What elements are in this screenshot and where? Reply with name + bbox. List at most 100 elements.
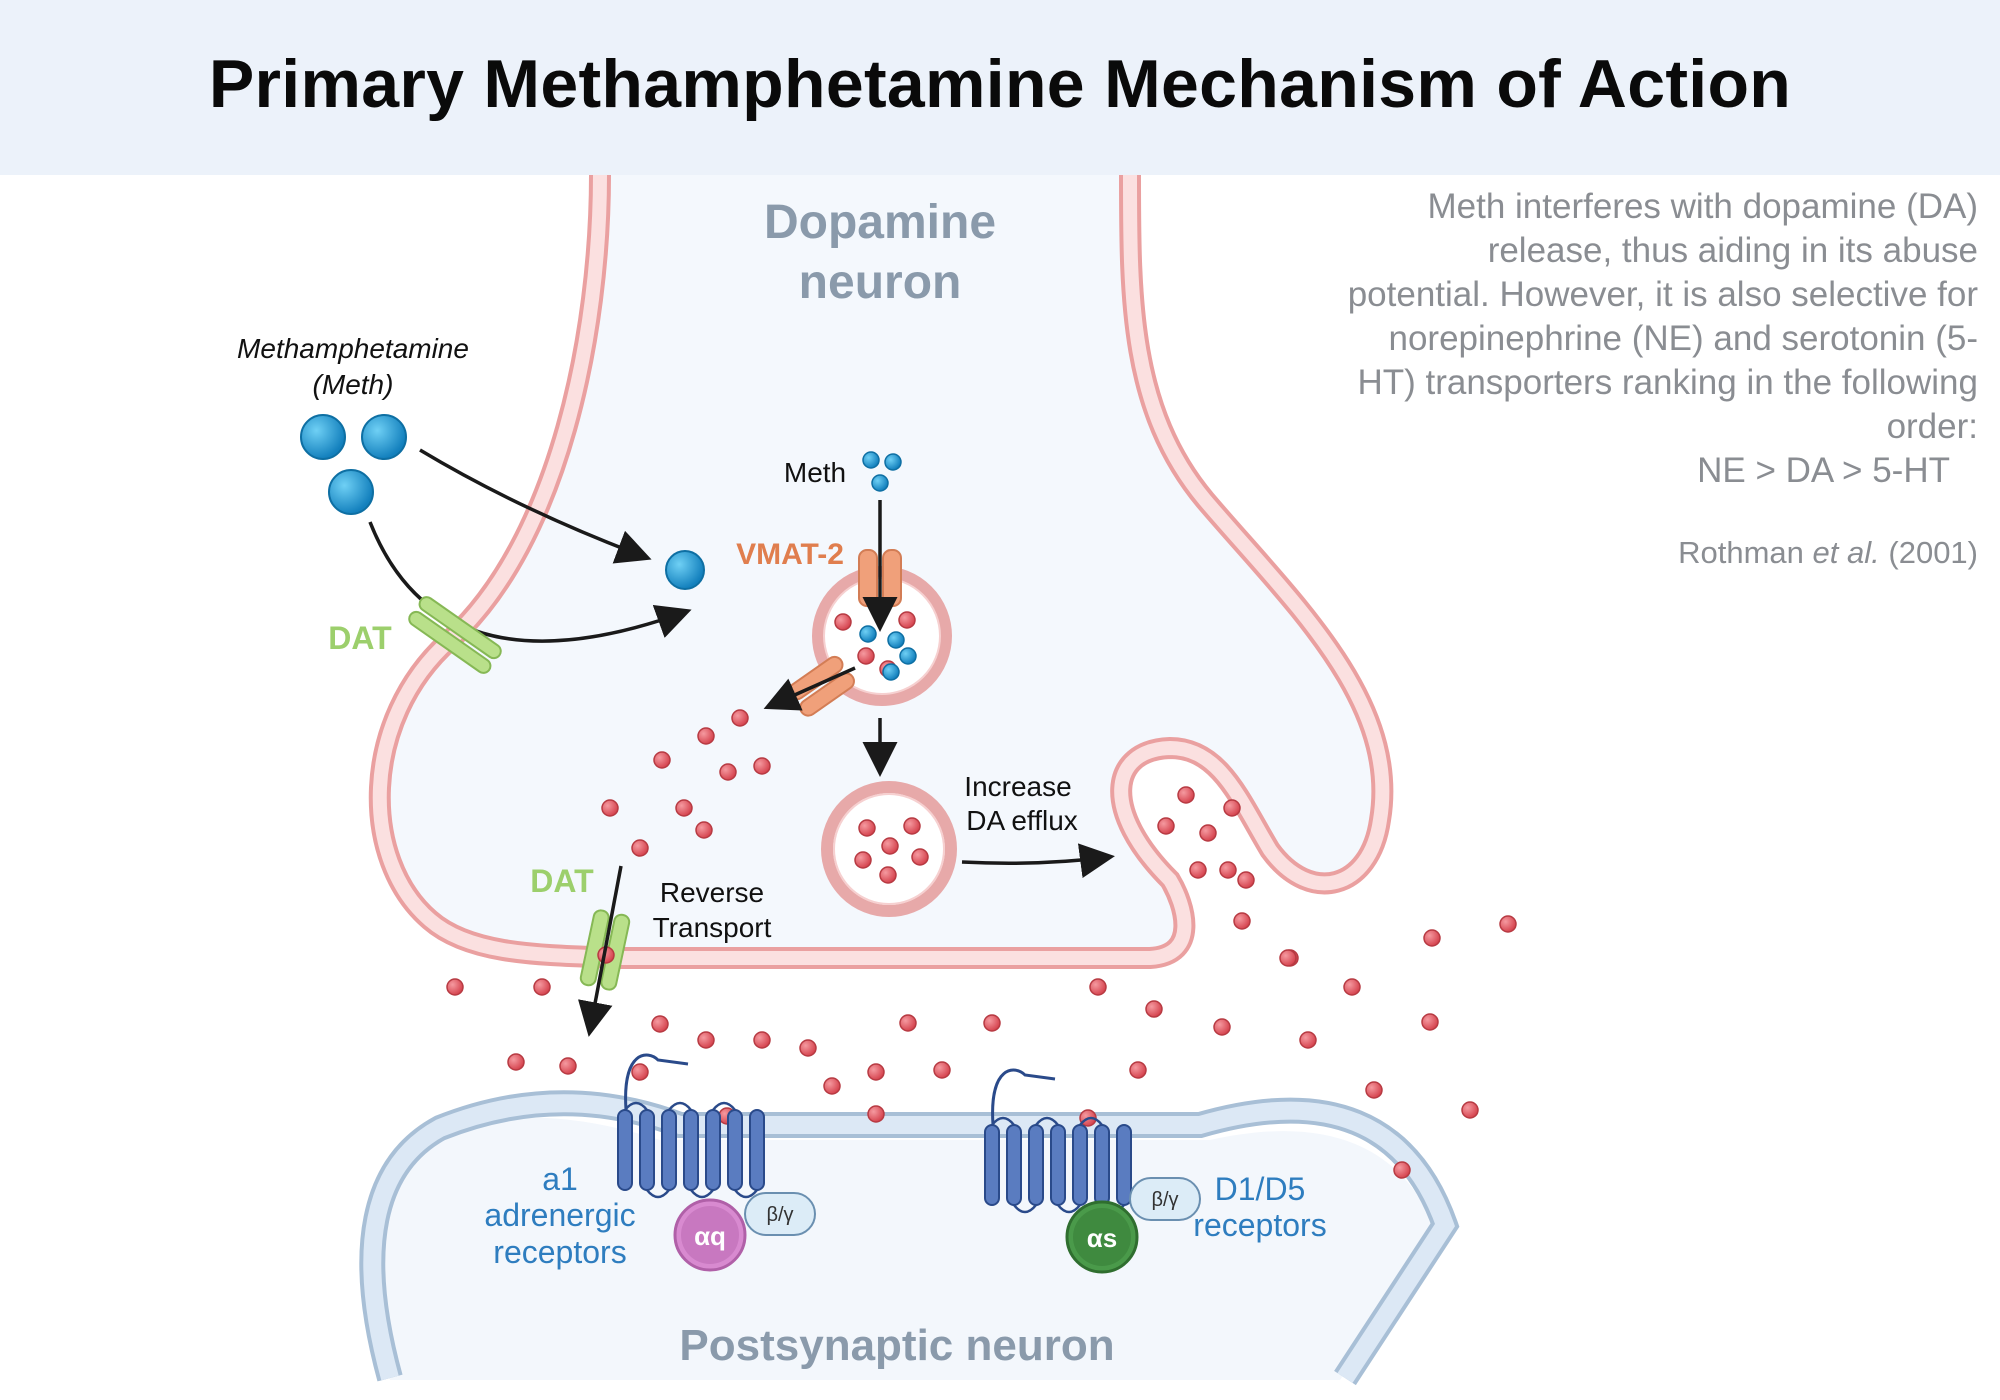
meth-molecules-outside (300, 414, 705, 590)
dopamine-molecule (1237, 871, 1255, 889)
dopamine-molecule (867, 1063, 885, 1081)
receptor-loop (646, 1189, 670, 1199)
d1-label-line1: D1/D5 (1215, 1171, 1306, 1207)
receptor-n-terminus (991, 1068, 1056, 1126)
dopamine-molecule (631, 1063, 649, 1081)
alpha-s-label: αs (1087, 1223, 1117, 1253)
dopamine-molecule (653, 751, 671, 769)
dopamine-molecule (1089, 978, 1107, 996)
transmembrane-helix (617, 1109, 633, 1191)
dopamine-molecule (1213, 1018, 1231, 1036)
transmembrane-helix (639, 1109, 655, 1191)
synaptic-vesicle-upper (812, 566, 952, 706)
g-protein-beta-gamma-left: β/γ (744, 1192, 816, 1236)
receptor-loop (991, 1116, 1015, 1126)
dopamine-molecule (601, 799, 619, 817)
meth-molecule-small (884, 453, 902, 471)
transmembrane-helix (661, 1109, 677, 1191)
vmat2-label: VMAT-2 (736, 538, 844, 571)
increase-efflux-label-line2: DA efflux (966, 805, 1078, 836)
dopamine-molecule (1219, 861, 1237, 879)
dopamine-molecule (1421, 1013, 1439, 1031)
meth-molecule-small (899, 647, 917, 665)
reverse-transport-label-line2: Transport (653, 912, 772, 943)
g-protein-alpha-s: αs (1065, 1200, 1139, 1274)
meth-molecule (665, 550, 705, 590)
a1-label-line3: receptors (493, 1234, 626, 1270)
dopamine-molecule (753, 757, 771, 775)
dopamine-molecule (533, 978, 551, 996)
dopamine-molecule (1299, 1031, 1317, 1049)
dopamine-molecule (1499, 915, 1517, 933)
dopamine-molecule (731, 709, 749, 727)
citation-year: (2001) (1888, 535, 1978, 570)
dopamine-molecule (983, 1014, 1001, 1032)
receptor-loop (734, 1189, 758, 1199)
d1-d5-receptor (984, 1068, 1132, 1214)
dat-label-bottom: DAT (530, 863, 594, 899)
g-protein-beta-gamma-right: β/γ (1129, 1177, 1201, 1221)
efflux-arrow (961, 843, 1115, 879)
receptor-loop (690, 1189, 714, 1199)
a1-label-line2: adrenergic (484, 1197, 635, 1233)
receptor-loop (1057, 1204, 1081, 1214)
dopamine-molecule (1129, 1061, 1147, 1079)
dopamine-molecule (1145, 1000, 1163, 1018)
dopamine-molecule (899, 1014, 917, 1032)
dopamine-molecule (1461, 1101, 1479, 1119)
dopamine-molecule (854, 851, 872, 869)
dopamine-molecule (697, 1031, 715, 1049)
dopamine-molecule (631, 839, 649, 857)
dopamine-molecule (675, 799, 693, 817)
dopamine-molecule (651, 1015, 669, 1033)
transmembrane-helix (749, 1109, 765, 1191)
receptor-loop (624, 1101, 648, 1111)
citation-etal: et al. (1812, 535, 1880, 570)
dopamine-neuron-label-line2: neuron (799, 256, 962, 309)
postsynaptic-neuron-label: Postsynaptic neuron (679, 1321, 1114, 1370)
dopamine-molecule (933, 1061, 951, 1079)
transmembrane-helix (727, 1109, 743, 1191)
dopamine-molecule (1189, 861, 1207, 879)
transporter-selectivity-order: NE > DA > 5-HT (1697, 451, 1950, 490)
dopamine-molecule (1223, 799, 1241, 817)
d1-label-line2: receptors (1193, 1207, 1326, 1243)
receptor-loop (712, 1101, 736, 1111)
dopamine-molecule (1157, 817, 1175, 835)
dopamine-molecule (446, 978, 464, 996)
receptor-loop (1079, 1116, 1103, 1126)
dopamine-leak-arrow (763, 666, 856, 711)
dopamine-molecule (867, 1105, 885, 1123)
meth-outside-label-line1: Methamphetamine (237, 333, 469, 364)
dopamine-molecule (1279, 949, 1297, 967)
dopamine-molecule (881, 837, 899, 855)
dopamine-neuron-label-line1: Dopamine (764, 196, 996, 249)
dopamine-molecule (858, 819, 876, 837)
meth-outside-label-line2: (Meth) (313, 369, 394, 400)
dopamine-molecule (799, 1039, 817, 1057)
page-title: Primary Methamphetamine Mechanism of Act… (208, 45, 1792, 122)
dopamine-molecule (697, 727, 715, 745)
meth-molecules-inside (862, 451, 902, 492)
alpha-q-label: αq (694, 1221, 726, 1251)
transmembrane-helix (1006, 1124, 1022, 1206)
transmembrane-helix (1116, 1124, 1132, 1206)
dat-label-top: DAT (328, 620, 392, 656)
dopamine-molecule (1343, 978, 1361, 996)
a1-adrenergic-receptor (617, 1053, 765, 1199)
meth-molecule-small (862, 451, 880, 469)
beta-gamma-left-label: β/γ (766, 1204, 793, 1226)
dopamine-molecule (1177, 786, 1195, 804)
dopamine-molecule (879, 866, 897, 884)
transmembrane-helix (705, 1109, 721, 1191)
dopamine-molecule (898, 611, 916, 629)
meth-molecule (361, 414, 407, 460)
receptor-loop (668, 1101, 692, 1111)
a1-label-line1: a1 (542, 1161, 578, 1197)
dopamine-molecule (1365, 1081, 1383, 1099)
side-note-text: Meth interferes with dopamine (DA) relea… (1347, 187, 1978, 446)
meth-molecule-small (871, 474, 889, 492)
vesicle-contents (834, 611, 917, 681)
transmembrane-helix (984, 1124, 1000, 1206)
dopamine-molecule (823, 1077, 841, 1095)
